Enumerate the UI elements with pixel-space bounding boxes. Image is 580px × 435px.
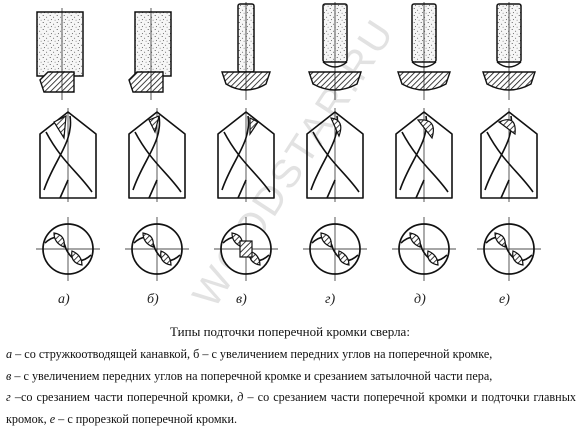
flute-curve xyxy=(223,131,271,193)
drill-panel-slot: е) xyxy=(477,2,541,307)
flute-curve xyxy=(134,131,182,193)
drill-end-view xyxy=(214,217,278,281)
grinding-setup xyxy=(308,2,362,100)
drill-body-outline xyxy=(480,111,538,199)
heel-cut-block xyxy=(239,240,253,258)
drill-body-outline xyxy=(128,111,186,199)
drill-body-side-view xyxy=(306,108,364,202)
thinning-region xyxy=(416,119,434,140)
land-edge xyxy=(59,179,69,199)
panel-label: в) xyxy=(236,292,247,307)
drill-tip-section xyxy=(39,71,75,93)
thinning-lobe xyxy=(494,232,506,248)
caption-line-v: – с увеличением передних углов на попере… xyxy=(11,368,493,383)
drill-tip-section xyxy=(128,71,164,93)
flute-curve xyxy=(486,131,534,193)
thinning-region xyxy=(497,119,516,136)
drill-end-view xyxy=(477,217,541,281)
drill-panel-groove: а) xyxy=(36,8,100,307)
drill-panel-part-cut: г) xyxy=(303,2,367,307)
grinding-wheel-block xyxy=(36,11,84,77)
panel-label: б) xyxy=(147,292,159,307)
caption-title: Типы подточки поперечной кромки сверла: xyxy=(170,324,410,339)
caption-key-v: в xyxy=(6,368,12,383)
drill-end-view xyxy=(36,217,100,281)
grinding-setup xyxy=(397,2,451,100)
panel-label: е) xyxy=(499,292,510,307)
drill-panel-front-angle-heel: в) xyxy=(214,2,278,307)
caption-key-d: д xyxy=(237,390,244,404)
drill-body-side-view xyxy=(217,108,275,202)
caption-key-e: е xyxy=(49,411,56,426)
flute-curve xyxy=(132,115,161,191)
thinning-region xyxy=(249,117,259,136)
drill-end-view xyxy=(392,217,456,281)
caption-key-g: г xyxy=(6,390,11,404)
panel-label: а) xyxy=(58,292,70,307)
caption-key-a: а xyxy=(6,347,13,361)
flute-curve xyxy=(401,131,449,193)
drill-body-outline xyxy=(217,111,275,199)
panel-label: д) xyxy=(414,292,426,307)
thinning-lobe xyxy=(512,250,524,266)
thinning-lobe xyxy=(338,250,350,266)
land-edge xyxy=(326,179,336,199)
drill-body-outline xyxy=(395,111,453,199)
panel-label: г) xyxy=(325,292,335,307)
land-edge xyxy=(237,179,247,199)
drill-end-view xyxy=(125,217,189,281)
drill-end-view xyxy=(303,217,367,281)
drill-body-outline xyxy=(306,111,364,199)
drill-body-side-view xyxy=(395,108,453,202)
caption-line-d: – со срезанием части поперечной кромки и… xyxy=(6,390,576,426)
caption-line-e: – с прорезкой поперечной кромки. xyxy=(55,411,238,426)
grinding-setup xyxy=(221,2,271,100)
drill-panel-part-cut-main: д) xyxy=(392,2,456,307)
drill-body-side-view xyxy=(480,108,538,202)
drill-body-outline xyxy=(39,111,97,199)
flute-curve xyxy=(45,131,93,193)
drill-body-side-view xyxy=(39,108,97,202)
thinning-lobe xyxy=(160,250,172,266)
grinding-setup xyxy=(128,8,172,100)
thinning-region xyxy=(330,117,342,138)
grinding-wheel-block xyxy=(134,11,172,77)
land-edge xyxy=(415,179,425,199)
caption-body: а – со стружкоотводящей канавкой, б – с … xyxy=(6,344,576,430)
thinning-lobe xyxy=(320,232,332,248)
flute-curve xyxy=(312,131,360,193)
flute-curve xyxy=(43,115,72,191)
drill-panel-front-angle: б) xyxy=(125,8,189,307)
drill-body-side-view xyxy=(128,108,186,202)
thinning-lobe xyxy=(142,232,154,248)
caption-line-a: – со стружкоотводящей канавкой, б – с ув… xyxy=(12,347,493,361)
flute-curve xyxy=(221,115,250,191)
thinning-lobe xyxy=(71,250,83,266)
caption-line-g: –со срезанием части поперечной кромки, xyxy=(10,390,238,404)
thinning-region xyxy=(148,115,160,134)
thinning-lobe xyxy=(53,232,65,248)
thinning-lobe xyxy=(409,232,421,248)
grinding-setup xyxy=(482,2,536,100)
land-edge xyxy=(500,179,510,199)
land-edge xyxy=(148,179,158,199)
grinding-setup xyxy=(36,8,84,100)
thinning-lobe xyxy=(427,250,439,266)
thinning-region xyxy=(53,114,67,140)
drill-point-thinning-figure: WOODSTAR.RU а)б)в)г)д)е) xyxy=(36,2,541,315)
